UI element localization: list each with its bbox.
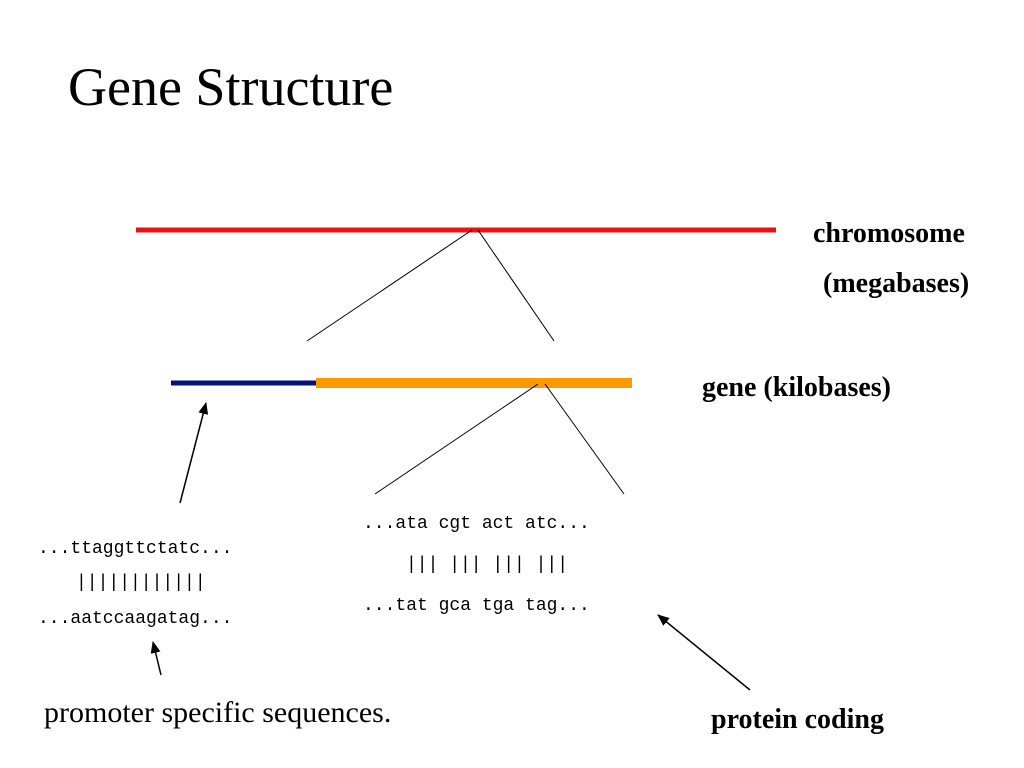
gene-label: gene (kilobases) — [702, 372, 891, 403]
zoom-line-right — [477, 229, 555, 342]
coding-sequence-pairs: ||| ||| ||| ||| — [406, 555, 569, 575]
coding-zoom-line-right — [544, 383, 625, 495]
protein-coding-arrow — [657, 614, 751, 691]
promoter-sequence-top: ...ttaggttctatc... — [38, 539, 233, 559]
promoter-sequence-bottom: ...aatccaagatag... — [38, 609, 233, 629]
megabases-label: (megabases) — [823, 268, 970, 299]
coding-zoom-line-left — [374, 383, 539, 495]
promoter-label-arrow — [150, 641, 162, 676]
slide-title: Gene Structure — [68, 57, 394, 117]
protein-coding-label: protein coding — [711, 704, 884, 735]
promoter-sequence-pairs: |||||||||||| — [76, 573, 206, 593]
promoter-label: promoter specific sequences. — [44, 696, 392, 729]
zoom-line-left — [306, 229, 473, 342]
promoter-region-arrow — [179, 402, 209, 504]
coding-sequence-top: ...ata cgt act atc... — [363, 514, 590, 534]
coding-sequence-bottom: ...tat gca tga tag... — [363, 596, 590, 616]
chromosome-label: chromosome — [813, 218, 965, 249]
